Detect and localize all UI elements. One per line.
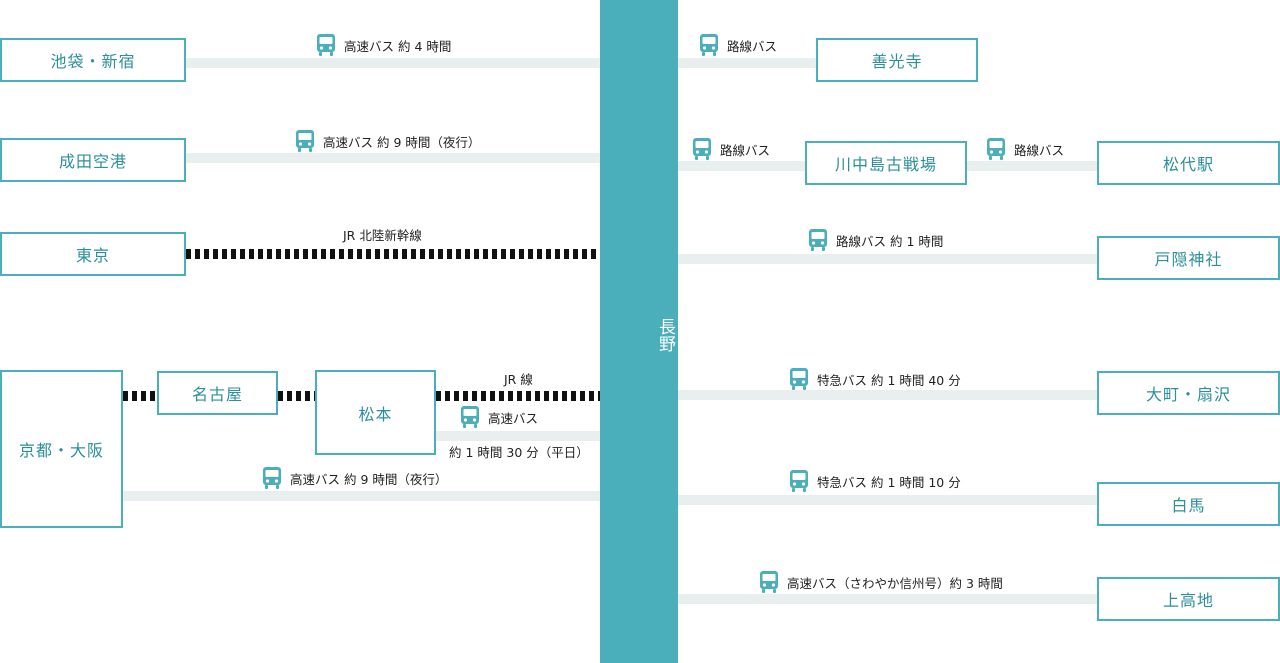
route-text-kamikochi: 高速バス（さわやか信州号）約 3 時間	[787, 575, 1003, 591]
hub-label: 長野	[600, 318, 678, 352]
station-matsushiro[interactable]: 松代駅	[1097, 141, 1280, 185]
route-label-kyoto: 高速バス 約 9 時間（夜行）	[262, 465, 447, 491]
station-togakushi[interactable]: 戸隠神社	[1097, 236, 1280, 280]
route-text-matsushiro: 路線バス	[1014, 142, 1065, 158]
route-line-kawanakajima	[678, 161, 805, 171]
route-label-matsushiro: 路線バス	[986, 136, 1064, 162]
rail-line-kyoto-nagoya	[123, 391, 157, 401]
route-label-matsumoto-bus: 高速バス	[460, 404, 538, 430]
route-line-kamikochi	[678, 594, 1097, 604]
route-label-omachi: 特急バス 約 1 時間 40 分	[789, 366, 961, 392]
route-line-ikebukuro	[186, 58, 600, 68]
station-hakuba[interactable]: 白馬	[1097, 482, 1280, 526]
route-text-togakushi: 路線バス 約 1 時間	[836, 233, 944, 249]
bus-icon	[262, 466, 282, 490]
rail-line-matsumoto	[436, 391, 600, 401]
route-label-hakuba: 特急バス 約 1 時間 10 分	[789, 468, 961, 494]
route-line-omachi	[678, 390, 1097, 400]
route-label-tokyo: JR 北陸新幹線	[343, 221, 422, 247]
route-label-kamikochi: 高速バス（さわやか信州号）約 3 時間	[759, 569, 1003, 595]
route-line-togakushi	[678, 254, 1097, 264]
route-line-matsushiro	[967, 161, 1097, 171]
hub-label-text: 長野	[655, 318, 675, 352]
rail-line-tokyo	[186, 249, 600, 259]
station-nagoya[interactable]: 名古屋	[157, 371, 278, 415]
route-text-tokyo: JR 北陸新幹線	[343, 227, 422, 243]
route-line-kyoto	[123, 491, 600, 501]
route-text-ikebukuro: 高速バス 約 4 時間	[344, 38, 452, 54]
route-label-matsumoto-rail: JR 線	[504, 365, 533, 391]
route-text-zenkoji: 路線バス	[727, 38, 778, 54]
route-text-matsumoto-time: 約 1 時間 30 分（平日）	[449, 444, 589, 460]
bus-icon	[699, 33, 719, 57]
station-matsumoto[interactable]: 松本	[315, 370, 436, 455]
bus-icon	[759, 570, 779, 594]
station-kawanakajima[interactable]: 川中島古戦場	[805, 141, 967, 185]
station-zenkoji[interactable]: 善光寺	[816, 38, 978, 82]
bus-icon	[692, 137, 712, 161]
station-kamikochi[interactable]: 上高地	[1097, 577, 1280, 621]
bus-icon	[460, 405, 480, 429]
route-label-matsumoto-time: 約 1 時間 30 分（平日）	[449, 438, 589, 464]
hub-bar	[600, 0, 678, 663]
route-text-omachi: 特急バス 約 1 時間 40 分	[817, 372, 961, 388]
route-label-narita: 高速バス 約 9 時間（夜行）	[295, 128, 480, 154]
bus-icon	[789, 367, 809, 391]
station-omachi[interactable]: 大町・扇沢	[1097, 371, 1280, 415]
route-line-matsumoto-bus	[436, 431, 600, 441]
bus-icon	[808, 228, 828, 252]
route-line-narita	[186, 153, 600, 163]
route-label-togakushi: 路線バス 約 1 時間	[808, 227, 943, 253]
station-kyoto[interactable]: 京都・大阪	[0, 370, 123, 528]
route-text-matsumoto-rail: JR 線	[504, 371, 533, 387]
route-text-kawanakajima: 路線バス	[720, 142, 771, 158]
station-narita[interactable]: 成田空港	[0, 138, 186, 182]
route-text-matsumoto-bus: 高速バス	[488, 410, 539, 426]
route-text-narita: 高速バス 約 9 時間（夜行）	[323, 134, 481, 150]
route-text-hakuba: 特急バス 約 1 時間 10 分	[817, 474, 961, 490]
bus-icon	[316, 33, 336, 57]
bus-icon	[295, 129, 315, 153]
bus-icon	[789, 469, 809, 493]
rail-line-nagoya-matsumoto	[278, 391, 315, 401]
bus-icon	[986, 137, 1006, 161]
station-tokyo[interactable]: 東京	[0, 232, 186, 276]
route-line-hakuba	[678, 495, 1097, 505]
route-line-zenkoji	[678, 58, 816, 68]
route-label-ikebukuro: 高速バス 約 4 時間	[316, 32, 451, 58]
route-label-zenkoji: 路線バス	[699, 32, 777, 58]
station-ikebukuro[interactable]: 池袋・新宿	[0, 38, 186, 82]
route-text-kyoto: 高速バス 約 9 時間（夜行）	[290, 471, 448, 487]
route-label-kawanakajima: 路線バス	[692, 136, 770, 162]
